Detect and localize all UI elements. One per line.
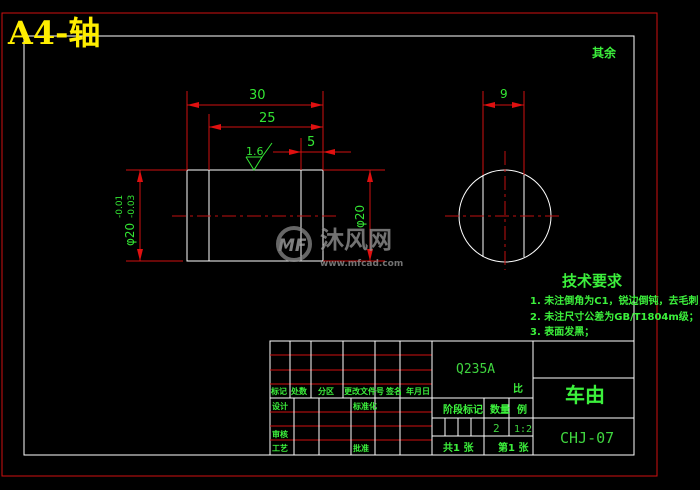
tech-req-item: 3. 表面发黑； — [530, 325, 594, 338]
dim-step-length: 25 — [259, 111, 276, 126]
material: Q235A — [456, 362, 495, 377]
stage-label: 阶段标记 — [443, 403, 483, 416]
drawing-number: CHJ-07 — [560, 429, 614, 447]
label-design: 设计 — [272, 401, 288, 411]
title-block — [269, 340, 635, 456]
label-standardize: 标准化 — [352, 401, 377, 411]
label-date: 年月日 — [406, 386, 430, 396]
dim-left-diameter: φ20 — [123, 223, 137, 246]
label-count: 处数 — [290, 386, 308, 396]
scale-value: 1:2 — [514, 424, 532, 435]
label-review: 审核 — [272, 429, 288, 439]
roughness-note: 其余 — [592, 45, 617, 60]
watermark-logo-icon — [276, 226, 312, 262]
dim-left-tol-upper: -0.01 — [115, 195, 125, 218]
watermark-brand: 沐风网 — [320, 226, 392, 254]
dim-flat-width: 9 — [500, 87, 508, 101]
watermark: MF 沐风网 www.mfcad.com — [276, 226, 403, 269]
ratio-label: 比 — [513, 382, 523, 395]
shaft-front-view — [172, 169, 337, 262]
svg-text:MF: MF — [278, 236, 307, 256]
dim-overall-length: 30 — [249, 88, 266, 103]
label-change-doc: 更改文件号 — [344, 386, 384, 396]
label-signature: 签名 — [385, 386, 402, 396]
sheet-number: 第1 张 — [498, 441, 529, 454]
outer-border — [1, 12, 658, 477]
quantity-label: 数量 — [490, 403, 510, 416]
dim-left-tol-lower: -0.03 — [127, 195, 137, 218]
drawing-title: A4-轴 — [7, 14, 100, 52]
scale-label: 例 — [517, 403, 527, 416]
dim-roughness: 1.6 — [246, 145, 264, 158]
tech-req-item: 2. 未注尺寸公差为GB/T1804m级； — [530, 310, 699, 323]
dim-right-diameter: φ20 — [353, 205, 367, 228]
quantity-value: 2 — [493, 422, 500, 435]
part-name: 车由 — [565, 383, 605, 407]
shaft-section-view — [445, 91, 563, 270]
tech-req-item: 1. 未注倒角为C1，锐边倒钝，去毛刺； — [530, 294, 700, 307]
dimension-lines — [126, 91, 385, 262]
title-block-header-labels: 标记 处数 分区 更改文件号 签名 年月日 设计 标准化 审核 工艺 批准 — [270, 386, 430, 453]
sheets-total: 共1 张 — [443, 441, 474, 454]
label-process: 工艺 — [272, 443, 288, 453]
watermark-url: www.mfcad.com — [320, 259, 403, 269]
label-zone: 分区 — [318, 386, 334, 396]
tech-req-heading: 技术要求 — [562, 272, 623, 290]
label-mark: 标记 — [270, 386, 287, 396]
label-approve: 批准 — [353, 443, 369, 453]
dim-end-length: 5 — [307, 135, 315, 150]
